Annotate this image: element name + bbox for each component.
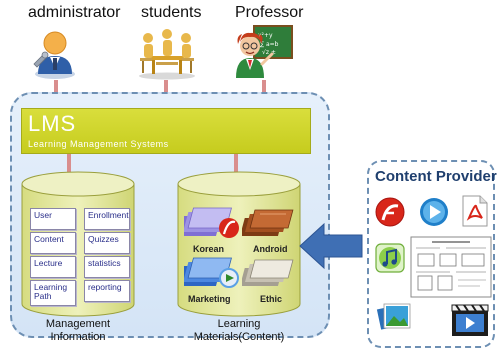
note-enrollment: Enrollment <box>84 208 130 230</box>
lms-banner: LMS Learning Management Systems <box>21 108 311 154</box>
korean-material-icon <box>184 207 239 238</box>
professor-label: Professor <box>235 4 304 21</box>
management-label: Management Information <box>45 318 111 343</box>
management-connector <box>67 154 71 172</box>
content-provider-title: Content Provider <box>375 168 497 185</box>
note-user: User <box>30 208 76 230</box>
note-learning-path: Learning Path <box>30 280 76 306</box>
material-ethic: Ethic <box>260 294 283 304</box>
flash-icon <box>375 197 405 227</box>
video-file-icon <box>451 304 489 336</box>
svg-text:x²+y: x²+y <box>258 32 273 39</box>
professor-icon: x²+y ∑ a=b √z ± <box>236 25 293 78</box>
students-label: students <box>141 4 202 21</box>
materials-connector <box>234 154 238 172</box>
lms-subtitle: Learning Management Systems <box>28 139 169 149</box>
materials-label: Learning Materials(Content) <box>193 318 285 343</box>
media-player-icon <box>420 198 448 226</box>
android-material-icon <box>242 209 294 236</box>
content-flow-arrow <box>299 222 363 270</box>
note-statistics: statistics <box>84 256 130 278</box>
administrator-label: administrator <box>28 4 121 21</box>
music-file-icon <box>375 243 405 273</box>
svg-text:∑ a=b: ∑ a=b <box>260 41 279 48</box>
material-marketing: Marketing <box>188 294 231 304</box>
material-android: Android <box>253 244 288 254</box>
svg-text:√z ±: √z ± <box>262 49 276 56</box>
administrator-icon <box>33 31 75 79</box>
material-korean: Korean <box>193 244 225 254</box>
note-quizzes: Quizzes <box>84 232 130 254</box>
document-thumbnail-icon <box>410 236 492 298</box>
note-lecture: Lecture <box>30 256 76 278</box>
marketing-material-icon <box>184 257 239 288</box>
ethic-material-icon <box>242 259 294 286</box>
note-reporting: reporting <box>84 280 130 302</box>
pdf-icon <box>462 195 488 227</box>
photos-icon <box>375 302 411 332</box>
students-icon <box>139 29 195 80</box>
note-content: Content <box>30 232 76 254</box>
lms-title: LMS <box>28 111 77 136</box>
